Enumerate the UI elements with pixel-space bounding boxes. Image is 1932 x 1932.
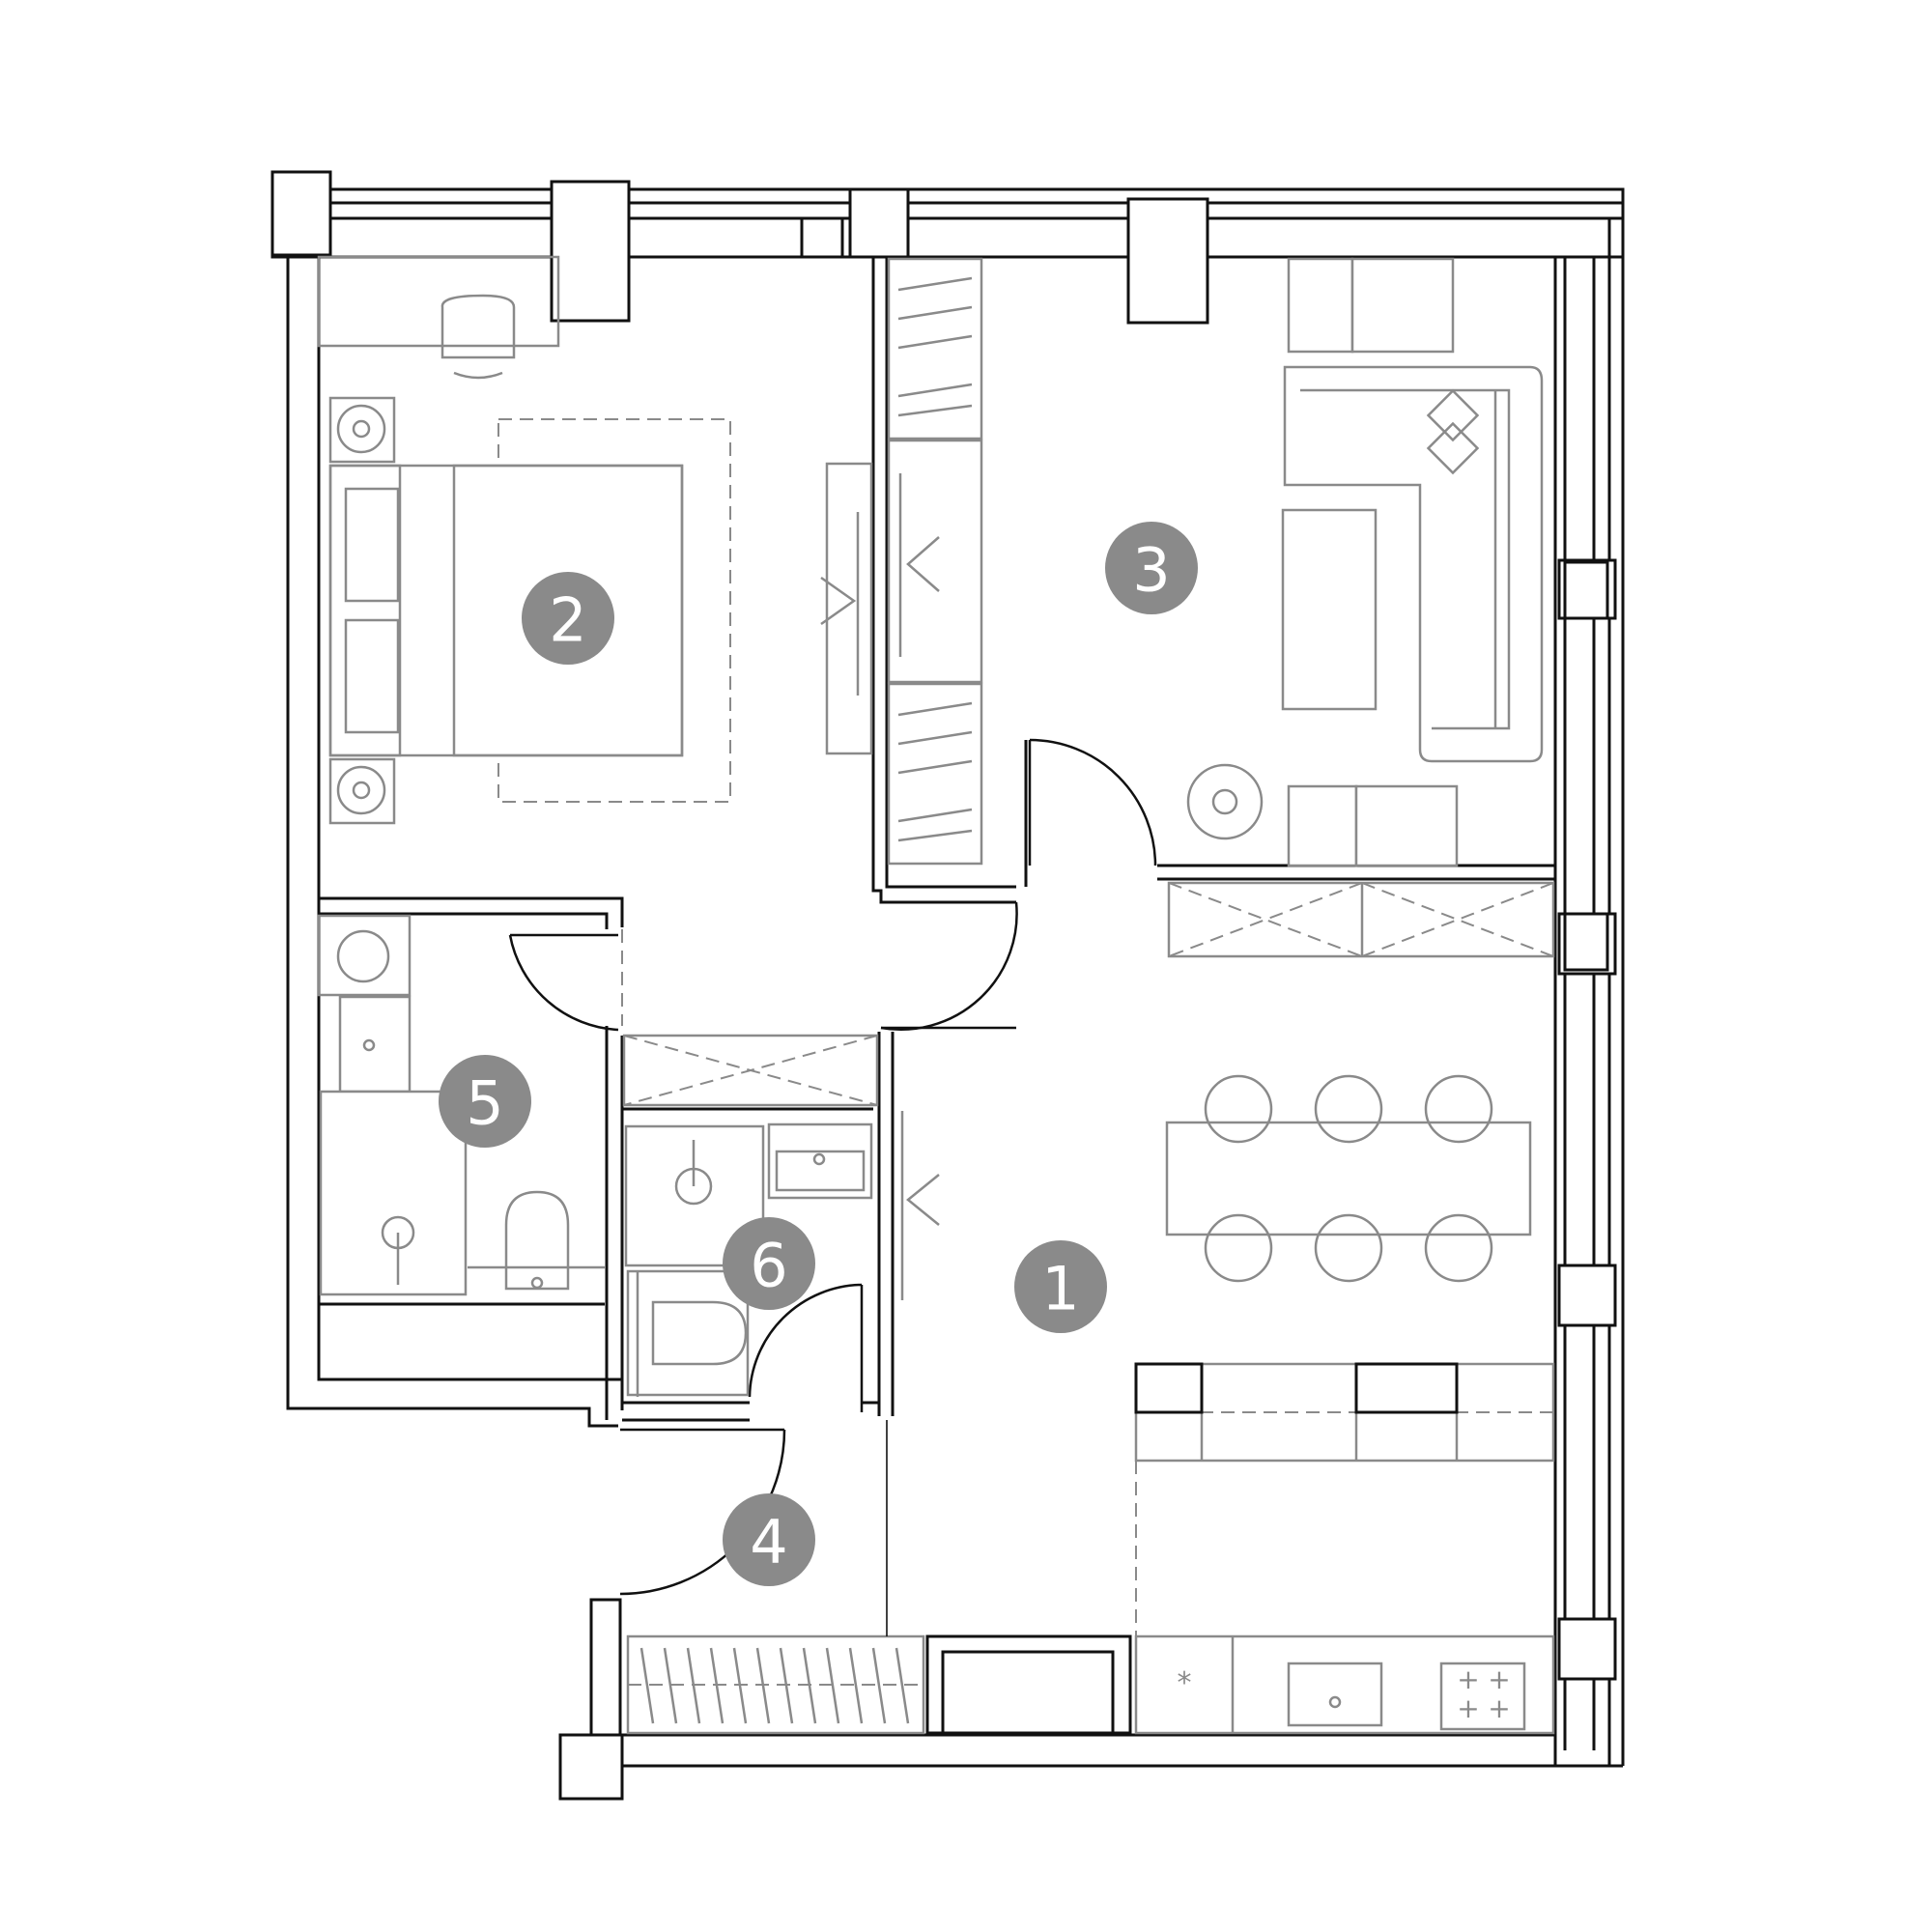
svg-text:1: 1 bbox=[1041, 1254, 1079, 1324]
desk bbox=[317, 255, 560, 348]
wardrobe-living bbox=[887, 257, 983, 866]
armchair-top-right bbox=[1350, 257, 1455, 354]
cabinet-bottom-right bbox=[1354, 784, 1459, 867]
svg-text:+: + bbox=[1488, 1663, 1510, 1695]
shower-tray bbox=[319, 1090, 468, 1296]
window-handle-2 bbox=[1563, 912, 1609, 972]
armchair-top-left bbox=[1287, 257, 1354, 354]
exterior-walls bbox=[270, 170, 1625, 1801]
door-corridor[interactable] bbox=[880, 901, 1018, 1031]
living-room-furniture bbox=[1167, 257, 1555, 958]
toilet-bathroom bbox=[504, 1190, 570, 1291]
nightstand-bottom bbox=[328, 757, 396, 825]
double-bed bbox=[328, 464, 684, 757]
room-badge-3: 3 bbox=[1105, 522, 1198, 614]
washing-machine bbox=[317, 914, 412, 997]
door-bedroom[interactable] bbox=[508, 934, 619, 1032]
chair bbox=[1204, 1074, 1273, 1144]
bathroom-furniture bbox=[317, 914, 605, 1296]
wc-furniture bbox=[624, 1122, 873, 1397]
interior-walls bbox=[319, 257, 1555, 1422]
svg-text:4: 4 bbox=[750, 1507, 787, 1577]
chair bbox=[1424, 1074, 1493, 1144]
floor-lamp bbox=[1186, 763, 1264, 840]
doors bbox=[508, 216, 1609, 1596]
fridge-icon: * bbox=[1178, 1666, 1192, 1700]
coffee-table bbox=[1281, 508, 1378, 711]
window-handle-1 bbox=[1563, 560, 1609, 620]
chair bbox=[1424, 1213, 1493, 1283]
room-badge-6: 6 bbox=[723, 1217, 815, 1310]
pillow-2 bbox=[1426, 421, 1480, 475]
svg-text:5: 5 bbox=[466, 1068, 503, 1139]
room-badge-1: 1 bbox=[1014, 1240, 1107, 1333]
chair bbox=[1204, 1213, 1273, 1283]
svg-text:2: 2 bbox=[549, 585, 586, 656]
balcony-door[interactable] bbox=[800, 216, 844, 259]
door-wc[interactable] bbox=[748, 1283, 863, 1398]
room-badge-4: 4 bbox=[723, 1493, 815, 1586]
tv-stand bbox=[825, 462, 873, 755]
room-badge-2: 2 bbox=[522, 572, 614, 665]
desk-chair bbox=[440, 294, 516, 359]
svg-text:+: + bbox=[1457, 1663, 1479, 1695]
room-badge-5: 5 bbox=[439, 1055, 531, 1148]
chair bbox=[1314, 1213, 1383, 1283]
pillow-1 bbox=[1426, 388, 1480, 442]
kitchen-counter bbox=[1134, 1634, 1555, 1735]
svg-text:3: 3 bbox=[1132, 535, 1170, 606]
svg-text:+: + bbox=[1457, 1692, 1479, 1724]
chair bbox=[1314, 1074, 1383, 1144]
rug bbox=[497, 418, 731, 803]
kitchen-sink bbox=[1287, 1662, 1383, 1727]
svg-text:+: + bbox=[1488, 1692, 1510, 1724]
svg-text:6: 6 bbox=[750, 1231, 787, 1301]
shower-wc bbox=[624, 1124, 765, 1267]
wc-sink bbox=[767, 1122, 873, 1200]
nightstand-top bbox=[328, 396, 396, 464]
corridor-wardrobe bbox=[621, 929, 940, 1300]
toilet-wc bbox=[651, 1300, 748, 1366]
cabinet-bottom-left bbox=[1287, 784, 1358, 867]
corner-sofa bbox=[1283, 365, 1544, 763]
kitchen-dining-furniture: * + + + + bbox=[626, 1074, 1555, 1735]
bedroom-furniture bbox=[317, 255, 873, 825]
door-living-room[interactable] bbox=[1029, 738, 1157, 867]
cooktop bbox=[1439, 1662, 1526, 1731]
dining-table bbox=[1165, 1121, 1532, 1236]
